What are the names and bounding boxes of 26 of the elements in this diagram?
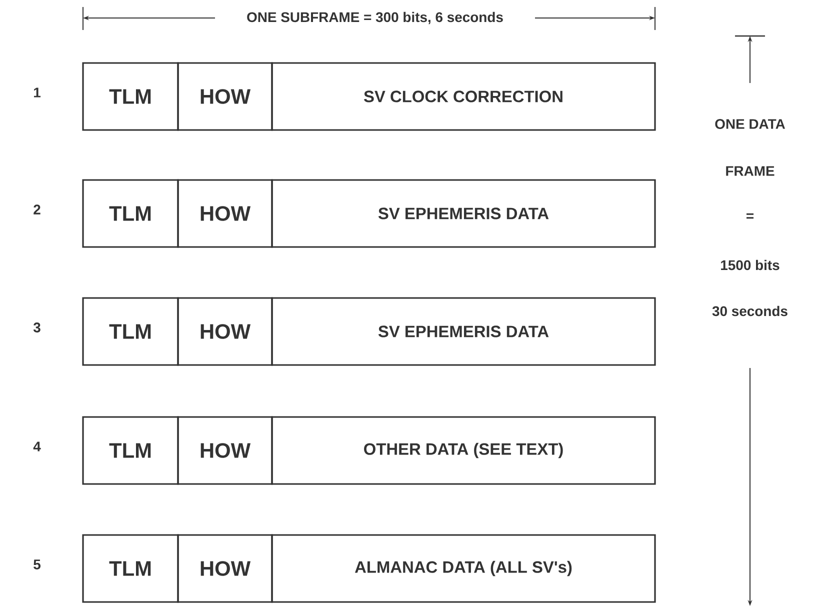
row-number: 4 (33, 442, 41, 452)
frame-label: 30 seconds (712, 306, 788, 316)
row-number: 2 (34, 204, 40, 214)
frame-label: FRAME (726, 166, 774, 176)
frame-label: 1500 bits (721, 260, 780, 270)
field-cell: HOW (177, 534, 273, 603)
frame-label: ONE DATA (715, 119, 786, 129)
field-cell: ALMANAC DATA (ALL SV's) (271, 534, 656, 603)
field-cell: TLM (82, 534, 179, 603)
field-cell: SV EPHEMERIS DATA (271, 297, 656, 366)
dimension-label: ONE SUBFRAME = 300 bits, 6 seconds (244, 10, 506, 26)
field-cell: SV CLOCK CORRECTION (271, 62, 656, 131)
field-cell: TLM (82, 62, 179, 131)
field-cell: TLM (82, 179, 179, 248)
field-cell: SV EPHEMERIS DATA (271, 179, 656, 248)
field-cell: HOW (177, 179, 273, 248)
field-cell: HOW (177, 416, 273, 485)
row-number: 5 (34, 560, 40, 570)
field-cell: TLM (82, 297, 179, 366)
frame-label: = (746, 213, 754, 219)
field-cell: HOW (177, 297, 273, 366)
field-cell: TLM (82, 416, 179, 485)
row-number: 3 (33, 322, 40, 332)
row-number: 1 (34, 88, 40, 98)
field-cell: HOW (177, 62, 273, 131)
field-cell: OTHER DATA (SEE TEXT) (271, 416, 656, 485)
